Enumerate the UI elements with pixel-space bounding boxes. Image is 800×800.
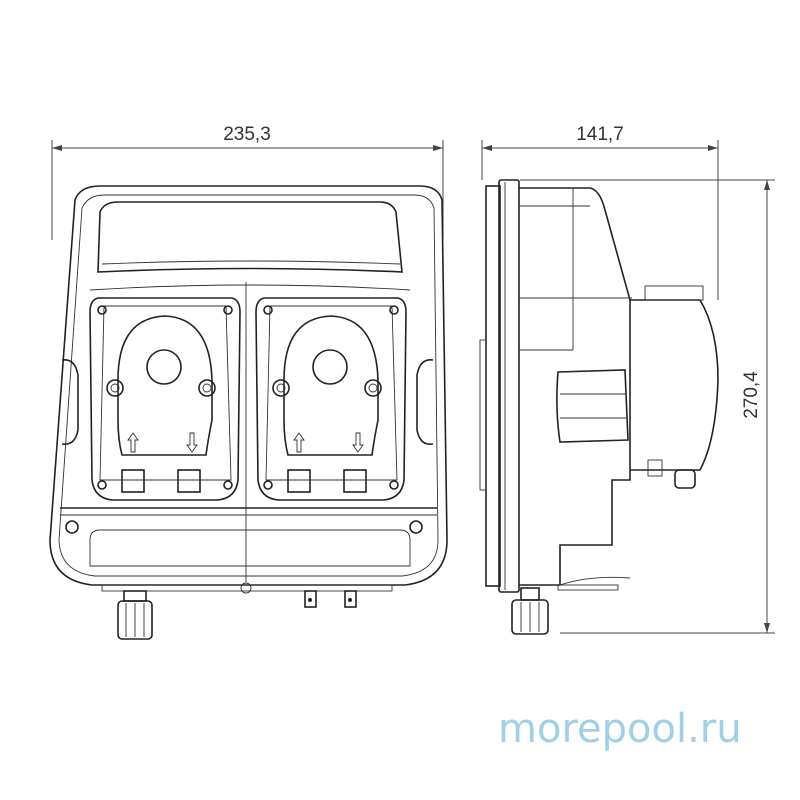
width-dimension-label: 235,3 xyxy=(223,124,271,145)
right-grip xyxy=(416,358,434,446)
outlet-arrow-icon xyxy=(352,432,364,453)
side-recess xyxy=(556,369,629,443)
housing-outline xyxy=(49,185,448,586)
inlet-arrow-icon xyxy=(127,432,139,453)
housing-side xyxy=(519,187,631,586)
rotor-cap xyxy=(146,349,182,385)
outlet-arrow-icon xyxy=(186,432,198,453)
height-dimension: 270,4 xyxy=(520,179,775,634)
inlet-fitting xyxy=(121,469,145,493)
pump-head-right xyxy=(255,297,407,501)
side-view: 141,7 270,4 xyxy=(479,124,775,635)
width-dimension: 235,3 xyxy=(51,124,444,240)
side-fitting xyxy=(674,469,696,489)
front-panel-edge xyxy=(485,185,501,587)
left-grip xyxy=(61,358,79,446)
terminal-cover xyxy=(89,529,411,567)
depth-dimension: 141,7 xyxy=(481,124,719,300)
inlet-arrow-icon xyxy=(293,432,305,453)
cable-gland-knob xyxy=(117,590,153,640)
height-dimension-label: 270,4 xyxy=(741,371,762,419)
pump-head-side xyxy=(630,299,719,471)
front-view: 235,3 xyxy=(49,124,448,640)
watermark-logo: morepool.ru xyxy=(498,706,742,752)
outlet-fitting xyxy=(177,469,201,493)
display-cover xyxy=(97,201,403,273)
depth-dimension-label: 141,7 xyxy=(576,124,624,145)
terminals xyxy=(304,590,357,608)
pump-head-left xyxy=(89,297,241,501)
side-cable-gland-knob xyxy=(511,587,549,635)
